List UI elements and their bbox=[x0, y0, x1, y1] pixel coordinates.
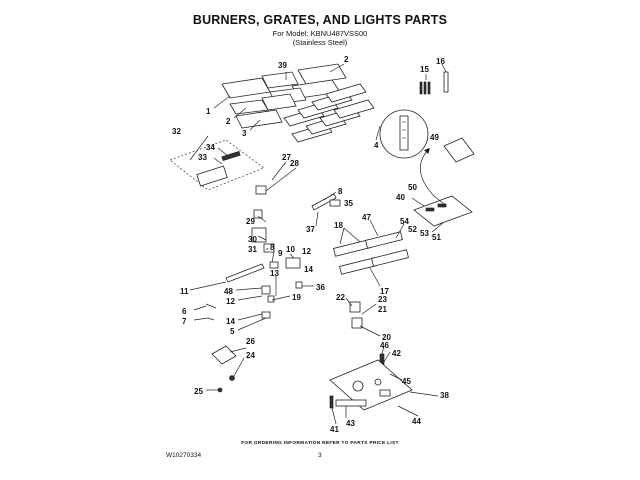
callout-labels: 1 2 2 3 39 4 15 16 49 32 34 33 27 28 50 … bbox=[172, 55, 449, 434]
strip-part-48 bbox=[225, 263, 265, 283]
callout-25: 25 bbox=[194, 387, 203, 396]
callout-48: 48 bbox=[224, 287, 233, 296]
bracket-parts-21-23 bbox=[349, 301, 363, 329]
callout-41: 41 bbox=[330, 425, 339, 434]
callout-35: 35 bbox=[344, 199, 353, 208]
callout-18: 18 bbox=[334, 221, 343, 230]
base-plate-part-40 bbox=[413, 195, 473, 227]
callout-22: 22 bbox=[336, 293, 345, 302]
callout-32: 32 bbox=[172, 127, 181, 136]
callout-30: 30 bbox=[248, 235, 257, 244]
callout-15: 15 bbox=[420, 65, 429, 74]
callout-8: 8 bbox=[270, 243, 275, 252]
document-id: W10270334 bbox=[166, 452, 202, 459]
callout-47: 47 bbox=[362, 213, 371, 222]
callout-12: 12 bbox=[302, 247, 311, 256]
callout-3: 3 bbox=[242, 129, 247, 138]
mesh-screen-part-49 bbox=[443, 137, 475, 163]
ordering-note: FOR ORDERING INFORMATION REFER TO PARTS … bbox=[241, 441, 399, 446]
callout-33: 33 bbox=[198, 153, 207, 162]
screw-parts-24-25 bbox=[217, 375, 235, 393]
callout-2: 2 bbox=[226, 117, 231, 126]
callout-11: 11 bbox=[180, 287, 189, 296]
callout-9: 9 bbox=[278, 249, 283, 258]
callout-44: 44 bbox=[412, 417, 421, 426]
callout-21: 21 bbox=[378, 305, 387, 314]
callout-7: 7 bbox=[182, 317, 187, 326]
model-line: For Model: KBNU487VSS00 bbox=[272, 29, 368, 38]
detail-circle bbox=[379, 109, 429, 159]
grate-part-1 bbox=[221, 77, 271, 99]
callout-27: 27 bbox=[282, 153, 291, 162]
callout-34: 34 bbox=[206, 143, 215, 152]
callout-10: 10 bbox=[286, 245, 295, 254]
valve-parts-9-13 bbox=[261, 257, 303, 319]
callout-49: 49 bbox=[430, 133, 439, 142]
burner-caps-part-4 bbox=[283, 83, 375, 143]
callout-23: 23 bbox=[378, 295, 387, 304]
page-title: BURNERS, GRATES, AND LIGHTS PARTS bbox=[192, 13, 448, 27]
callout-24: 24 bbox=[246, 351, 255, 360]
callout-29: 29 bbox=[246, 217, 255, 226]
spark-electrodes-part-15 bbox=[419, 81, 431, 95]
callout-53: 53 bbox=[420, 229, 429, 238]
callout-42: 42 bbox=[392, 349, 401, 358]
callout-36: 36 bbox=[316, 283, 325, 292]
callout-5: 5 bbox=[230, 327, 235, 336]
direction-arrow bbox=[420, 147, 435, 197]
callout-12: 12 bbox=[226, 297, 235, 306]
burner-strip-part-43 bbox=[329, 395, 367, 409]
callout-54: 54 bbox=[400, 217, 409, 226]
callout-38: 38 bbox=[440, 391, 449, 400]
callout-50: 50 bbox=[408, 183, 417, 192]
page-number: 3 bbox=[318, 452, 322, 459]
callout-52: 52 bbox=[408, 225, 417, 234]
callout-45: 45 bbox=[402, 377, 411, 386]
callout-39: 39 bbox=[278, 61, 287, 70]
rod-part-27 bbox=[255, 167, 297, 195]
callout-2: 2 bbox=[344, 55, 349, 64]
plate-part-26 bbox=[211, 345, 237, 365]
callout-6: 6 bbox=[182, 307, 187, 316]
callout-13: 13 bbox=[270, 269, 279, 278]
callout-20: 20 bbox=[382, 333, 391, 342]
callout-40: 40 bbox=[396, 193, 405, 202]
burner-assembly-part-18-47 bbox=[333, 231, 409, 275]
callout-37: 37 bbox=[306, 225, 315, 234]
callout-46: 46 bbox=[380, 341, 389, 350]
callout-16: 16 bbox=[436, 57, 445, 66]
callout-31: 31 bbox=[248, 245, 257, 254]
callout-4: 4 bbox=[374, 141, 379, 150]
grate-part-2-lower bbox=[229, 93, 297, 115]
screw-parts-6-7 bbox=[205, 303, 217, 321]
callout-28: 28 bbox=[290, 159, 299, 168]
callout-8: 8 bbox=[338, 187, 343, 196]
callout-14: 14 bbox=[304, 265, 313, 274]
callout-26: 26 bbox=[246, 337, 255, 346]
callout-19: 19 bbox=[292, 293, 301, 302]
grate-part-3 bbox=[235, 109, 283, 129]
finish-line: (Stainless Steel) bbox=[292, 38, 348, 47]
callout-43: 43 bbox=[346, 419, 355, 428]
callout-14: 14 bbox=[226, 317, 235, 326]
assembly-part-32 bbox=[169, 139, 265, 191]
clip-part-35 bbox=[329, 199, 341, 207]
callout-1: 1 bbox=[206, 107, 211, 116]
leader-lines bbox=[189, 63, 447, 425]
callout-51: 51 bbox=[432, 233, 441, 242]
callout-17: 17 bbox=[380, 287, 389, 296]
igniter-part-16 bbox=[443, 71, 449, 93]
